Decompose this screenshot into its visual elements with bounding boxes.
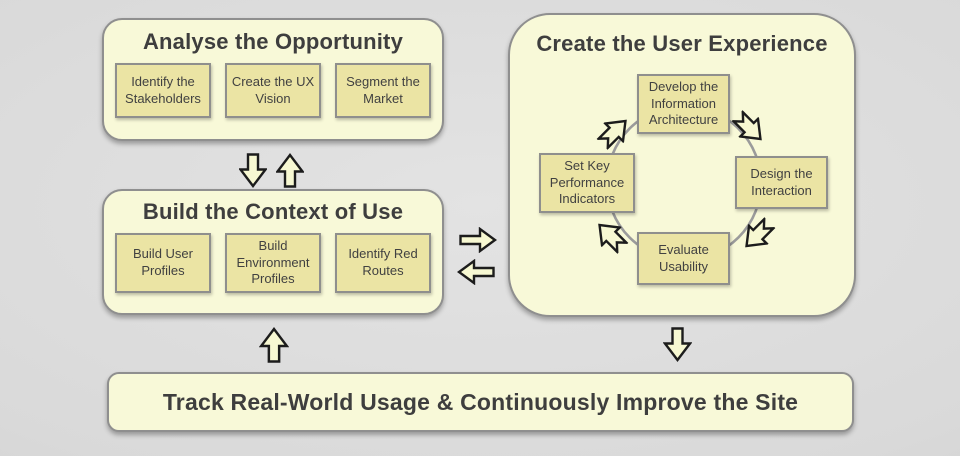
chip-build-environment-profiles: Build Environment Profiles	[225, 233, 321, 293]
chip-evaluate-usability: Evaluate Usability	[637, 232, 730, 285]
arrow-up-build-to-analyse-icon	[276, 153, 304, 188]
group-title-analyse: Analyse the Opportunity	[142, 29, 404, 54]
chip-design-the-interaction: Design the Interaction	[735, 156, 828, 209]
chip-build-user-profiles: Build User Profiles	[115, 233, 211, 293]
arrow-up-track-to-build-icon	[259, 327, 289, 363]
group-title-build: Build the Context of Use	[142, 199, 404, 224]
cycle-arrow-sw-icon	[745, 216, 777, 248]
chip-identify-stakeholders: Identify the Stakeholders	[115, 63, 211, 118]
cycle-arrow-se-icon	[730, 109, 762, 141]
group-title-create: Create the User Experience	[536, 31, 828, 56]
group-title-track: Track Real-World Usage & Continuously Im…	[162, 388, 799, 415]
cycle-arrow-nw-icon	[598, 223, 630, 255]
group-analyse-opportunity: Analyse the Opportunity Identify the Sta…	[102, 18, 444, 141]
group-create-user-experience: Create the User Experience Develop the I…	[508, 13, 856, 317]
arrow-left-create-to-build-icon	[457, 259, 495, 285]
chip-develop-information-architecture: Develop the Information Architecture	[637, 74, 730, 134]
chip-create-ux-vision: Create the UX Vision	[225, 63, 321, 118]
group-build-context-of-use: Build the Context of Use Build User Prof…	[102, 189, 444, 315]
build-chip-row: Build User Profiles Build Environment Pr…	[104, 233, 442, 293]
group-track-real-world-usage: Track Real-World Usage & Continuously Im…	[107, 372, 854, 432]
chip-set-key-performance-indicators: Set Key Performance Indicators	[539, 153, 635, 213]
arrow-right-build-to-create-icon	[459, 227, 497, 253]
arrow-down-analyse-to-build-icon	[239, 153, 267, 188]
chip-identify-red-routes: Identify Red Routes	[335, 233, 431, 293]
analyse-chip-row: Identify the Stakeholders Create the UX …	[104, 63, 442, 118]
cycle-arrow-ne-icon	[595, 119, 627, 151]
arrow-down-create-to-track-icon	[663, 327, 692, 362]
chip-segment-market: Segment the Market	[335, 63, 431, 118]
